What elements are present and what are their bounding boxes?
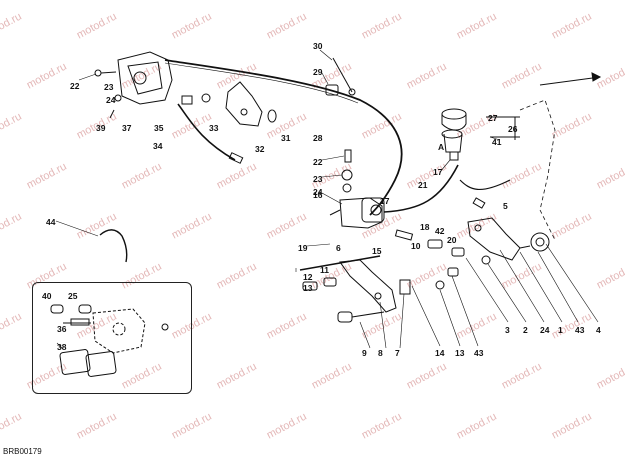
hose-clip-44	[99, 229, 128, 263]
callout-c20: 20	[447, 235, 457, 245]
callout-c1: 1	[558, 325, 563, 335]
callout-c15: 15	[372, 246, 382, 256]
hose-line-21	[383, 164, 459, 213]
view-arrow-line	[539, 76, 601, 86]
callout-c32: 32	[255, 144, 265, 154]
callout-c43b: 43	[575, 325, 585, 335]
callout-c37: 37	[122, 123, 132, 133]
brake-pad-right	[85, 351, 117, 377]
inset-drawing	[50, 304, 169, 377]
callout-c13b: 13	[455, 348, 465, 358]
callout-c19: 19	[298, 243, 308, 253]
callout-c43a: 43	[474, 348, 484, 358]
callout-c24c: 24	[540, 325, 550, 335]
callout-c27: 27	[488, 113, 498, 123]
callout-c23b: 23	[313, 174, 323, 184]
callout-c4: 4	[596, 325, 601, 335]
callout-c34: 34	[153, 141, 163, 151]
view-arrow-head	[591, 72, 602, 82]
callout-c28: 28	[313, 133, 323, 143]
callout-c26: 26	[508, 124, 518, 134]
callout-c39: 39	[96, 123, 106, 133]
callout-c12: 12	[303, 272, 313, 282]
hose-end-fitting	[228, 152, 244, 164]
callout-c24b: 24	[313, 187, 323, 197]
callout-c25: 25	[68, 291, 78, 301]
pedal-lever	[339, 259, 397, 313]
washer-31	[267, 109, 277, 123]
callout-c3: 3	[505, 325, 510, 335]
callout-c24a: 24	[106, 95, 116, 105]
callout-c17b: 17	[433, 167, 443, 177]
callout-c9: 9	[362, 348, 367, 358]
hose-line-34	[177, 103, 236, 161]
callout-c11: 11	[320, 265, 329, 275]
reservoir-group	[441, 108, 467, 161]
callout-c44: 44	[46, 217, 56, 227]
hose-line-5	[459, 179, 511, 190]
callout-c36: 36	[57, 324, 67, 334]
callout-c23a: 23	[104, 82, 114, 92]
hose-line-28	[164, 59, 403, 216]
inset-brake-pads-panel	[32, 282, 192, 394]
callout-c10: 10	[411, 241, 421, 251]
callout-c6: 6	[336, 243, 341, 253]
callout-c7: 7	[395, 348, 400, 358]
callout-c31: 31	[281, 133, 291, 143]
callout-c29: 29	[313, 67, 323, 77]
brake-pad-left	[59, 349, 91, 375]
clutch-master-cylinder	[329, 197, 385, 229]
callout-c5: 5	[503, 201, 508, 211]
callout-c13a: 13	[303, 283, 313, 293]
fitting-29	[325, 84, 339, 96]
frame-outline-dashed	[519, 99, 556, 241]
callout-c42: 42	[435, 226, 445, 236]
callout-c14: 14	[435, 348, 445, 358]
callout-c38: 38	[57, 342, 67, 352]
callout-c22b: 22	[313, 157, 323, 167]
bracket-32	[225, 81, 263, 127]
callout-c18: 18	[420, 222, 430, 232]
callout-c33: 33	[209, 123, 219, 133]
callout-c41: 41	[492, 137, 502, 147]
callout-c22a: 22	[70, 81, 80, 91]
callout-cA: A	[438, 142, 445, 152]
callout-c16: 16	[313, 190, 323, 200]
leader-lines	[55, 49, 599, 349]
drawing-code: BRB00179	[3, 447, 42, 456]
bolt-9	[337, 311, 353, 323]
callout-c21: 21	[418, 180, 428, 190]
callout-c40: 40	[42, 291, 52, 301]
callout-c17a: 17	[380, 196, 390, 206]
brake-caliper-group	[94, 51, 173, 119]
rod-13	[299, 255, 381, 271]
callout-c35: 35	[154, 123, 164, 133]
callout-c2: 2	[523, 325, 528, 335]
callout-c8: 8	[378, 348, 383, 358]
callout-c30: 30	[313, 41, 323, 51]
lever-assembly	[467, 217, 550, 261]
